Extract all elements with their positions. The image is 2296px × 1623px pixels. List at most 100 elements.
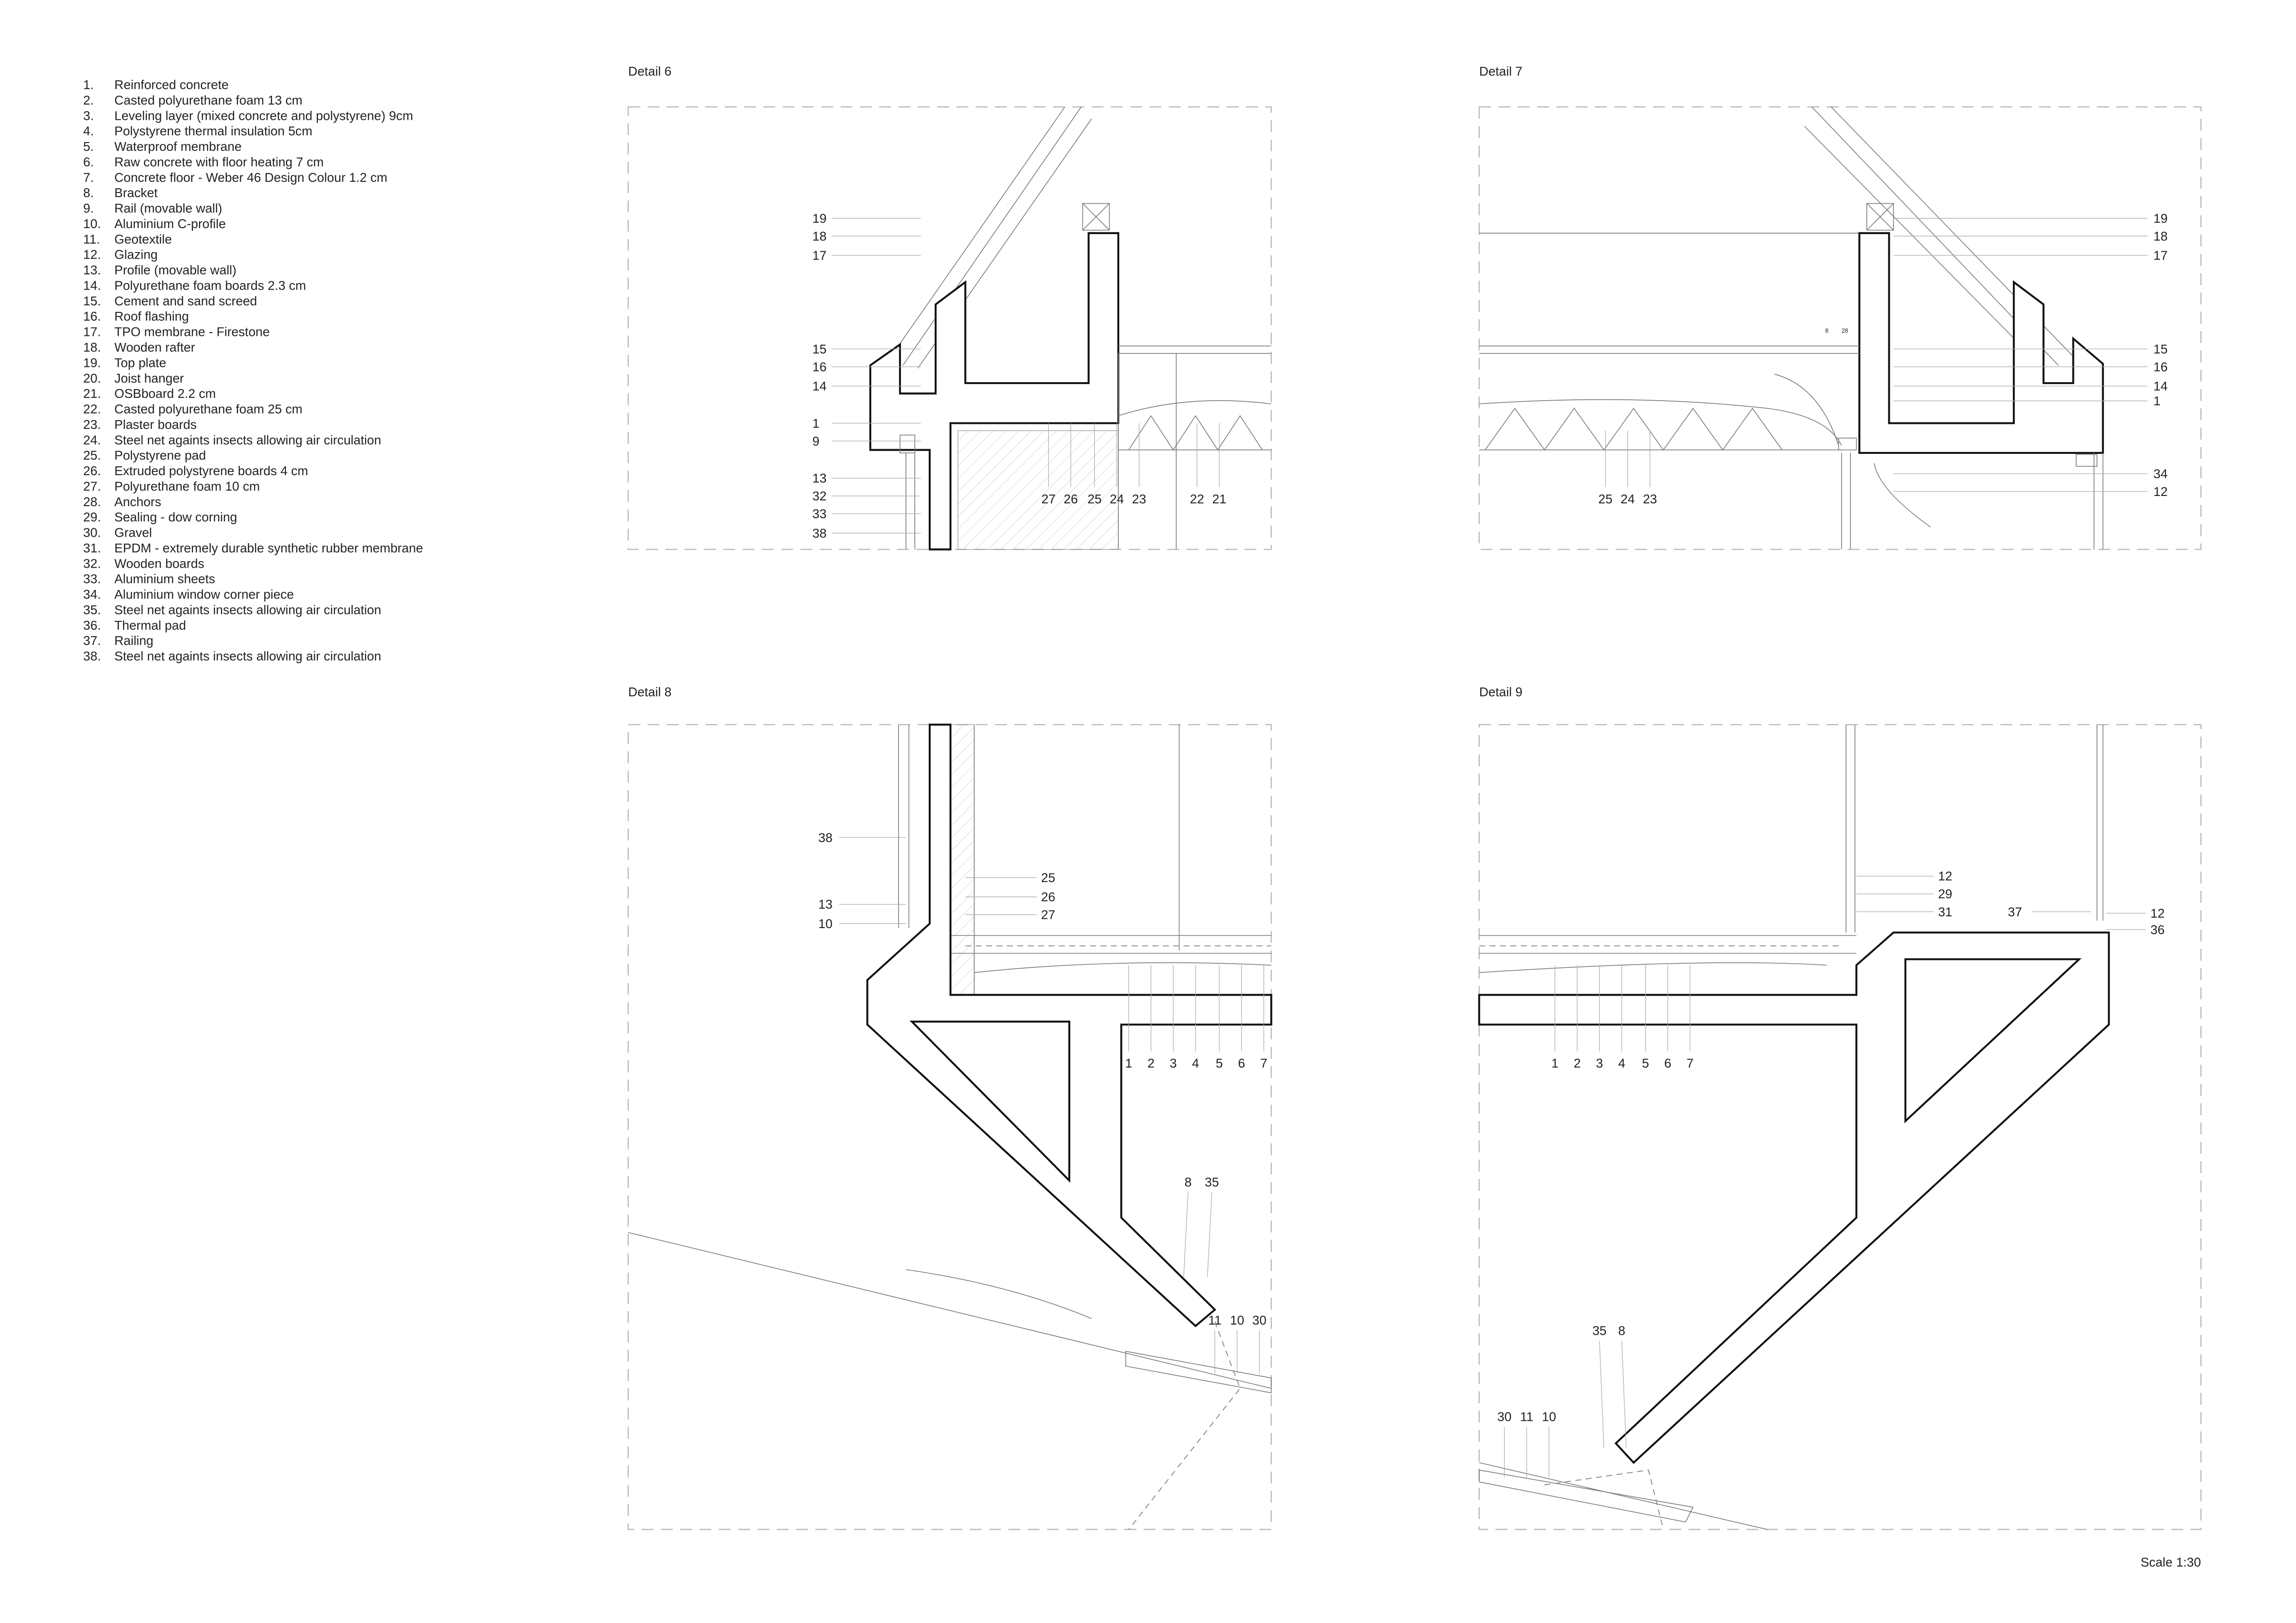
legend-number: 2. xyxy=(83,93,94,107)
legend-text: Joist hanger xyxy=(114,371,184,385)
legend-text: Cement and sand screed xyxy=(114,294,257,308)
legend-text: Bracket xyxy=(114,186,158,200)
legend-number: 7. xyxy=(83,170,94,185)
callout-label: 3 xyxy=(1596,1056,1603,1071)
callout-label: 2 xyxy=(1148,1056,1154,1071)
legend-text: Wooden boards xyxy=(114,556,204,570)
legend-text: Waterproof membrane xyxy=(114,139,242,154)
callout-label: 31 xyxy=(1938,904,1952,919)
callout-label: 23 xyxy=(1643,492,1657,506)
legend-text: Glazing xyxy=(114,248,158,262)
legend-number: 37. xyxy=(83,633,101,648)
callout-label: 36 xyxy=(2150,923,2165,937)
legend-number: 20. xyxy=(83,371,101,385)
legend-number: 9. xyxy=(83,201,94,216)
legend-text: Aluminium window corner piece xyxy=(114,587,294,601)
legend-text: Railing xyxy=(114,633,153,648)
callout-label: 10 xyxy=(1542,1410,1556,1424)
legend-text: Polyurethane foam 10 cm xyxy=(114,479,260,493)
concrete-section xyxy=(869,232,1119,551)
legend-text: Sealing - dow corning xyxy=(114,510,237,524)
callout-label: 35 xyxy=(1592,1323,1607,1338)
callout-label: 8 xyxy=(1618,1323,1625,1338)
callout-label: 4 xyxy=(1192,1056,1199,1071)
legend-number: 32. xyxy=(83,556,101,570)
legend-text: Thermal pad xyxy=(114,618,186,632)
callout-label: 19 xyxy=(813,211,827,225)
legend-text: Reinforced concrete xyxy=(114,78,229,92)
callout-label: 25 xyxy=(1598,492,1613,506)
callout-label: 24 xyxy=(1620,492,1635,506)
legend-number: 18. xyxy=(83,340,101,354)
callout-label: 23 xyxy=(1132,492,1146,506)
callout-label: 12 xyxy=(2153,484,2168,499)
legend-text: Anchors xyxy=(114,495,161,509)
legend-number: 6. xyxy=(83,155,94,169)
scale-label: Scale 1:30 xyxy=(2141,1555,2201,1569)
legend-number: 38. xyxy=(83,649,101,663)
callout-label: 5 xyxy=(1216,1056,1222,1071)
legend-number: 3. xyxy=(83,108,94,123)
callout-label: 10 xyxy=(1230,1313,1244,1327)
detail-frame xyxy=(627,724,1272,1530)
legend-number: 35. xyxy=(83,602,101,617)
callout-label: 15 xyxy=(813,342,827,356)
callout-label: 7 xyxy=(1687,1056,1694,1071)
callout-label: 17 xyxy=(813,248,827,263)
leader-line xyxy=(1599,1341,1604,1448)
callout-label: 28 xyxy=(1842,327,1848,334)
callout-label: 25 xyxy=(1087,492,1102,506)
callout-label: 29 xyxy=(1938,887,1952,901)
legend-number: 36. xyxy=(83,618,101,632)
callout-label: 11 xyxy=(1520,1410,1533,1424)
legend-number: 19. xyxy=(83,355,101,370)
callout-label: 14 xyxy=(813,379,827,393)
legend-number: 10. xyxy=(83,217,101,231)
callout-label: 16 xyxy=(2153,359,2168,374)
callout-label: 10 xyxy=(818,917,832,931)
leader-line xyxy=(1621,1341,1627,1448)
legend-number: 1. xyxy=(83,78,94,92)
detail-frame xyxy=(627,106,1272,550)
callout-label: 3 xyxy=(1170,1056,1177,1071)
legend-number: 29. xyxy=(83,510,101,524)
callout-label: 19 xyxy=(2153,211,2168,225)
callout-label: 1 xyxy=(813,416,819,430)
legend-number: 5. xyxy=(83,139,94,154)
callout-label: 17 xyxy=(2153,248,2168,263)
callout-label: 18 xyxy=(813,229,827,243)
legend-number: 27. xyxy=(83,479,101,493)
legend-number: 16. xyxy=(83,309,101,323)
legend-text: Casted polyurethane foam 25 cm xyxy=(114,402,302,416)
legend-number: 28. xyxy=(83,495,101,509)
legend-number: 11. xyxy=(83,232,100,246)
callout-label: 6 xyxy=(1238,1056,1245,1071)
callout-label: 8 xyxy=(1825,327,1829,334)
callout-label: 14 xyxy=(2153,379,2168,393)
callout-label: 9 xyxy=(813,434,819,448)
leader-line xyxy=(1207,1192,1212,1277)
legend-text: EPDM - extremely durable synthetic rubbe… xyxy=(114,541,423,555)
leader-line xyxy=(1183,1192,1189,1277)
callout-label: 13 xyxy=(818,897,832,911)
legend-number: 23. xyxy=(83,417,101,432)
callout-label: 2 xyxy=(1574,1056,1581,1071)
callout-label: 33 xyxy=(813,507,827,521)
callout-label: 34 xyxy=(2153,466,2168,481)
legend-number: 13. xyxy=(83,263,101,277)
legend-number: 25. xyxy=(83,448,101,463)
legend-number: 15. xyxy=(83,294,101,308)
legend-text: Polystyrene pad xyxy=(114,448,206,463)
legend-number: 30. xyxy=(83,526,101,540)
callout-label: 12 xyxy=(2150,906,2165,920)
callout-label: 8 xyxy=(1185,1175,1191,1189)
legend-text: Plaster boards xyxy=(114,417,197,432)
callout-label: 18 xyxy=(2153,229,2168,243)
callout-label: 5 xyxy=(1642,1056,1649,1071)
legend-text: Steel net againts insects allowing air c… xyxy=(114,602,381,617)
legend-number: 22. xyxy=(83,402,101,416)
legend-text: Leveling layer (mixed concrete and polys… xyxy=(114,108,413,123)
detail-title: Detail 9 xyxy=(1479,685,1523,699)
